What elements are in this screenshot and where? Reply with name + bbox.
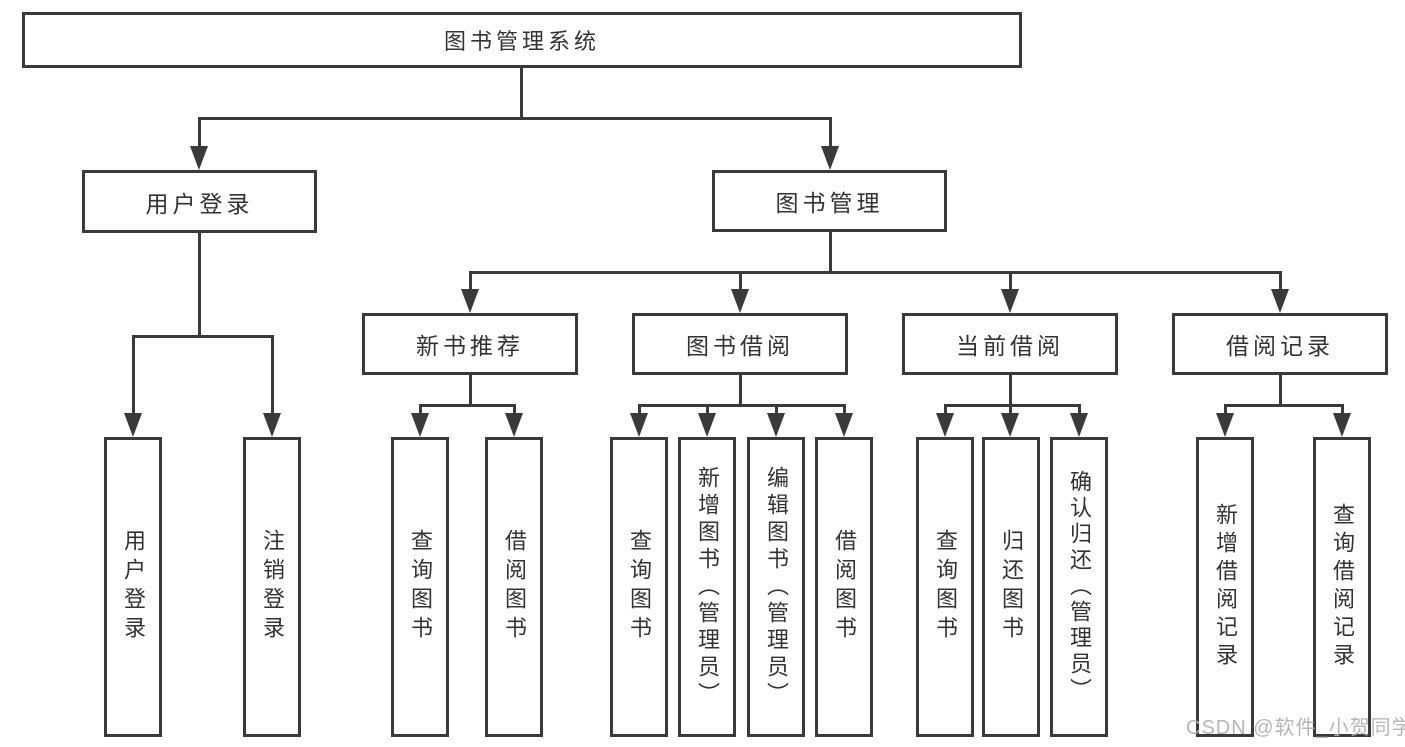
connector-line [132,335,135,417]
connector-line [419,404,516,407]
arrowhead-down [505,413,523,437]
leaf-user-login: 用户登录 [104,437,162,737]
connector-line [1009,271,1012,293]
connector-line [520,66,523,119]
node-current-borrowing: 当前借阅 [902,313,1118,375]
node-root: 图书管理系统 [22,12,1022,68]
connector-line [419,404,422,419]
connector-line [469,271,472,293]
arrowhead-down [1001,289,1019,313]
connector-line [775,404,778,419]
node-book-management: 图书管理 [712,170,947,232]
connector-line [944,404,1081,407]
connector-line [638,404,641,419]
leaf-add-book-admin: 新增图书（管理员） [678,437,736,737]
connector-line [944,404,947,419]
arrowhead-down [1333,413,1351,437]
node-user-login: 用户登录 [82,170,317,233]
connector-line [1279,271,1282,293]
arrowhead-down [835,413,853,437]
arrowhead-down [1216,413,1234,437]
leaf-borrow-book-borrowing: 借阅图书 [815,437,873,737]
arrowhead-down [1070,413,1088,437]
arrowhead-down [698,413,716,437]
leaf-logout: 注销登录 [243,437,301,737]
connector-line [829,230,832,274]
connector-line [513,404,516,419]
arrowhead-down [731,289,749,313]
arrowhead-down [461,289,479,313]
leaf-query-book-current: 查询图书 [916,437,974,737]
connector-line [843,404,846,419]
leaf-borrow-book-recommend: 借阅图书 [485,437,543,737]
connector-line [198,117,832,120]
arrowhead-down [821,146,839,170]
connector-line [1279,373,1282,407]
connector-line [198,117,201,150]
node-book-borrowing: 图书借阅 [632,313,848,375]
connector-line [198,231,201,337]
connector-line [1224,404,1344,407]
leaf-query-book-recommend: 查询图书 [391,437,449,737]
node-new-book-recommend: 新书推荐 [362,313,578,375]
arrowhead-down [411,413,429,437]
arrowhead-down [190,146,208,170]
connector-line [739,371,742,407]
connector-line [1224,404,1227,419]
connector-line [1009,373,1012,419]
leaf-return-book: 归还图书 [982,437,1040,737]
leaf-confirm-return-admin: 确认归还（管理员） [1050,437,1108,737]
arrowhead-down [1001,413,1019,437]
connector-line [132,335,274,338]
leaf-add-borrow-record: 新增借阅记录 [1196,437,1254,737]
arrowhead-down [124,413,142,437]
connector-line [1341,404,1344,419]
connector-line [1078,404,1081,419]
arrowhead-down [263,413,281,437]
arrowhead-down [630,413,648,437]
csdn-watermark: CSDN @软件_小贺同学 [1186,717,1405,739]
leaf-query-book-borrowing: 查询图书 [610,437,668,737]
connector-line [638,404,846,407]
connector-line [829,117,832,150]
arrowhead-down [936,413,954,437]
connector-line [706,404,709,419]
connector-line [469,373,472,407]
connector-line [469,271,1282,274]
connector-line [739,271,742,293]
arrowhead-down [1271,289,1289,313]
node-borrowing-records: 借阅记录 [1172,313,1388,375]
leaf-edit-book-admin: 编辑图书（管理员） [747,437,805,737]
arrowhead-down [767,413,785,437]
connector-line [271,335,274,417]
leaf-query-borrow-record: 查询借阅记录 [1313,437,1371,737]
